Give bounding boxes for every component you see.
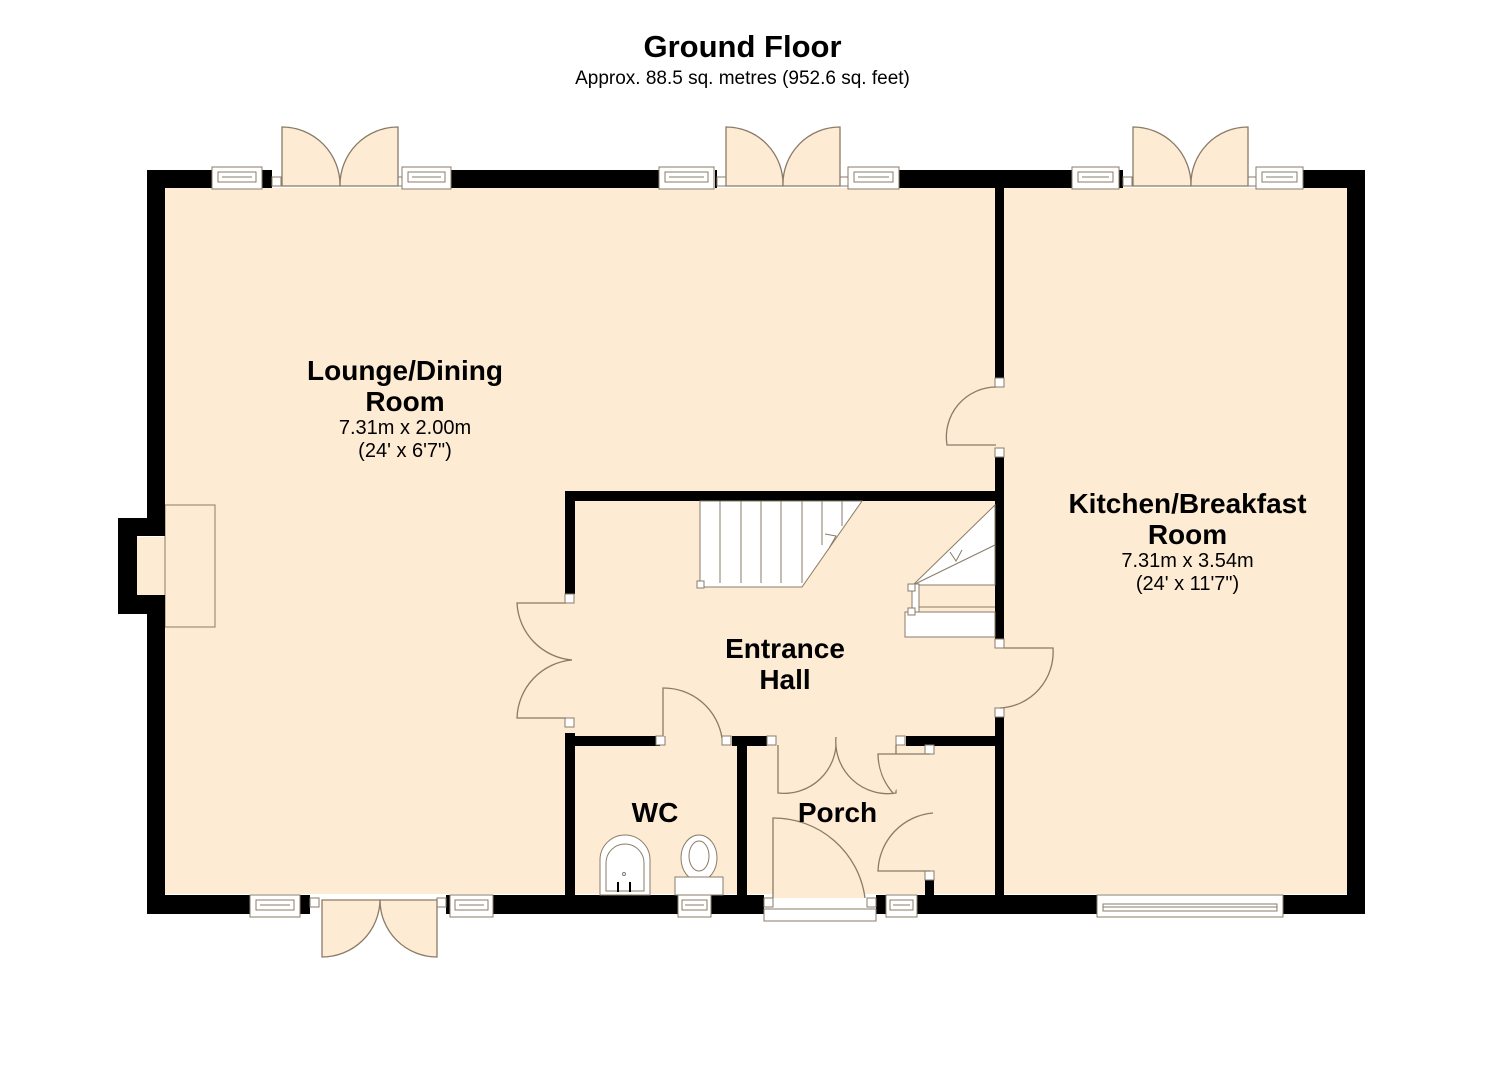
room-label-hall: Entrance Hall — [685, 633, 885, 695]
door-icon — [877, 812, 934, 872]
room-dimensions-imperial: (24' x 11'7") — [1135, 573, 1240, 595]
window-icon — [449, 894, 494, 918]
french-door-icon — [782, 126, 841, 187]
door-icon — [662, 687, 723, 739]
floor-title: Ground Floor — [643, 29, 842, 64]
door-icon — [777, 736, 837, 795]
interior-walls — [565, 188, 1004, 895]
window-icon — [1255, 166, 1304, 190]
french-door-icon — [281, 126, 341, 187]
floor-area: Approx. 88.5 sq. metres (952.6 sq. feet) — [575, 68, 910, 89]
door-icon — [835, 736, 897, 795]
room-name: WC — [631, 797, 679, 828]
room-dimensions-metric: 7.31m x 3.54m — [1121, 550, 1254, 572]
room-name: Lounge/Dining — [307, 355, 503, 386]
window-icon — [249, 894, 301, 918]
french-door-icon — [321, 899, 381, 958]
room-label-lounge: Lounge/Dining Room 7.31m x 2.00m (24' x … — [260, 355, 550, 463]
door-icon — [999, 647, 1054, 709]
window-icon — [885, 894, 918, 918]
room-name: Porch — [797, 797, 878, 828]
windows — [211, 166, 1304, 922]
door-icon — [877, 753, 930, 794]
room-name: Room — [365, 386, 445, 417]
french-door-icon — [339, 126, 399, 187]
room-dimensions-imperial: (24' x 6'7") — [358, 440, 452, 462]
door-icon — [516, 659, 573, 719]
doors — [281, 126, 1249, 958]
toilet-icon — [674, 834, 724, 896]
room-name: Kitchen/Breakfast — [1068, 488, 1307, 519]
french-door-icon — [1132, 126, 1192, 187]
room-label-porch: Porch — [780, 797, 895, 828]
french-door-icon — [379, 899, 438, 958]
room-name: Hall — [759, 664, 811, 695]
room-name: Room — [1147, 519, 1228, 550]
fireplace-icon — [164, 504, 216, 628]
french-door-icon — [1190, 126, 1249, 187]
window-icon — [1071, 166, 1120, 190]
staircase-icon — [696, 500, 996, 638]
room-name: Entrance — [725, 633, 845, 664]
front-door-icon — [772, 817, 866, 899]
front-door-threshold — [763, 908, 877, 922]
window-icon — [401, 166, 452, 190]
window-icon — [847, 166, 900, 190]
outer-walls — [118, 170, 1365, 914]
window-icon — [211, 166, 263, 190]
french-door-icon — [725, 126, 784, 187]
room-dimensions-metric: 7.31m x 2.00m — [338, 417, 472, 439]
door-jambs — [271, 176, 1258, 908]
window-icon — [677, 894, 712, 918]
window-icon — [658, 166, 715, 190]
room-label-wc: WC — [600, 797, 710, 828]
room-label-kitchen: Kitchen/Breakfast Room 7.31m x 3.54m (24… — [1030, 488, 1345, 596]
window-icon — [1096, 894, 1284, 918]
door-icon — [516, 602, 573, 661]
door-icon — [945, 386, 997, 446]
wash-basin-icon — [599, 834, 651, 896]
